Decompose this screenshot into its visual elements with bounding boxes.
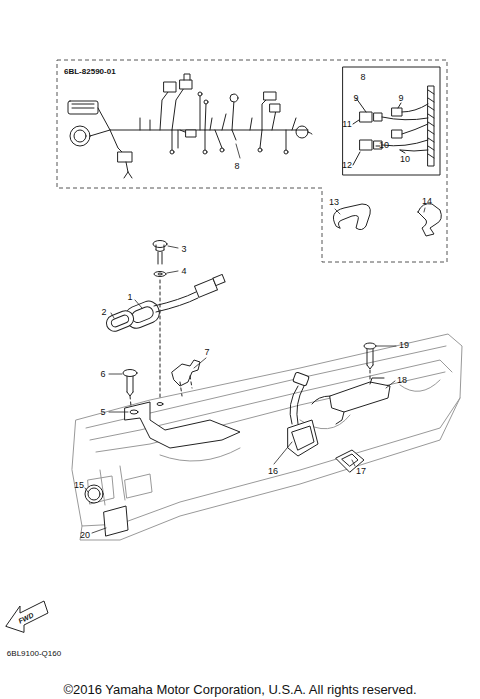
callout-number: 2 xyxy=(101,308,106,317)
callout-number: 1 xyxy=(127,293,132,302)
relay-detail xyxy=(343,67,440,175)
callout-number: 12 xyxy=(342,161,352,170)
bottom-cowling xyxy=(72,334,462,540)
callout-number: 18 xyxy=(397,376,407,385)
callout-number: 14 xyxy=(422,197,432,206)
callout-number: 6 xyxy=(100,370,105,379)
dashed-outline xyxy=(57,60,448,263)
callout-number: 9 xyxy=(353,94,358,103)
callout-number: 17 xyxy=(356,467,366,476)
leader-lines xyxy=(85,144,425,533)
diagram-code: 6BL9100-Q160 xyxy=(7,650,61,658)
wire-harness xyxy=(68,74,312,178)
bracket-parts xyxy=(123,360,240,448)
part-number: 6BL-82590-01 xyxy=(57,62,123,81)
callout-number: 4 xyxy=(181,267,186,276)
grommet-parts xyxy=(104,241,225,399)
plug-and-label xyxy=(85,485,128,536)
callout-number: 19 xyxy=(399,341,409,350)
callout-number: 16 xyxy=(268,467,278,476)
callout-number: 10 xyxy=(379,141,389,150)
copyright-caption: ©2016 Yamaha Motor Corporation, U.S.A. A… xyxy=(63,682,416,697)
forward-arrow xyxy=(6,601,48,632)
callout-number: 5 xyxy=(100,408,105,417)
callout-number: 11 xyxy=(342,120,351,129)
callout-number: 8 xyxy=(234,162,239,171)
callout-number: 20 xyxy=(80,531,90,540)
dashed-outline-path xyxy=(57,60,447,262)
callout-number: 7 xyxy=(204,348,209,357)
callout-number: 13 xyxy=(329,198,339,207)
callout-number: 10 xyxy=(400,155,410,164)
callout-number: 15 xyxy=(74,481,84,490)
callout-number: 9 xyxy=(398,94,403,103)
harness-box: 6BL-82590-01 xyxy=(57,60,448,263)
forward-marker: FWD xyxy=(17,611,34,624)
callout-number: 8 xyxy=(360,73,365,82)
callout-number: 3 xyxy=(181,245,186,254)
sensor-parts xyxy=(288,343,390,472)
